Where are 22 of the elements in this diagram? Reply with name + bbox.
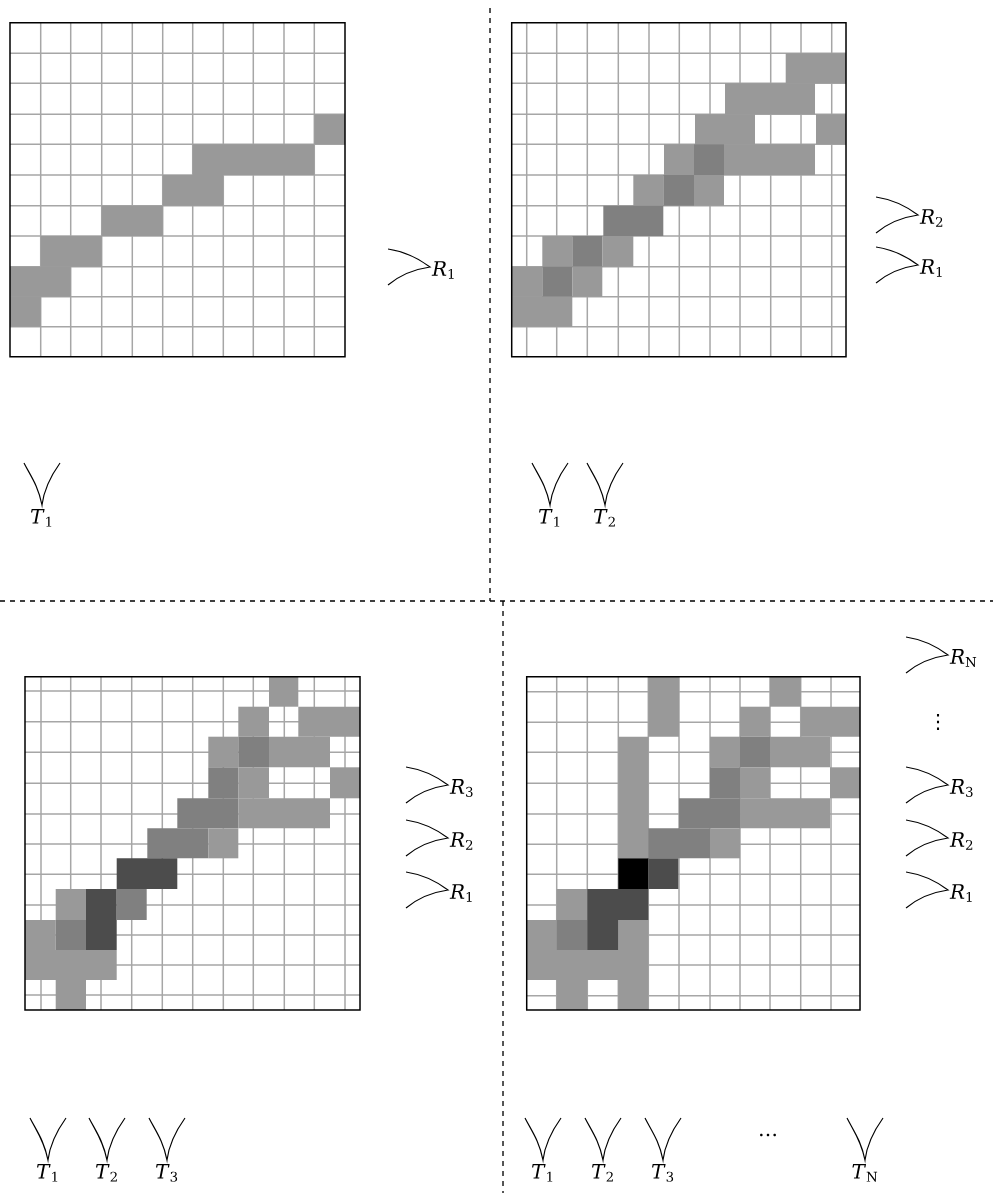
symbol-label: R$_{1}$ bbox=[449, 884, 472, 902]
symbol-label: R$_{3}$ bbox=[949, 779, 973, 797]
symbol-label: T$_{1}$ bbox=[31, 509, 52, 527]
symbol-label: R$_{N}$ bbox=[949, 649, 977, 667]
symbol-label: T$_{3}$ bbox=[156, 1164, 178, 1182]
symbol-label: R$_{2}$ bbox=[949, 832, 973, 850]
symbol-label: R$_{1}$ bbox=[431, 261, 454, 279]
symbol-label: R$_{2}$ bbox=[449, 832, 473, 850]
symbol-label: T$_{2}$ bbox=[96, 1164, 117, 1182]
symbol-label: T$_{1}$ bbox=[37, 1164, 58, 1182]
symbol-label: T$_{2}$ bbox=[594, 509, 615, 527]
symbol-label: R$_{1}$ bbox=[949, 884, 972, 902]
symbol-label: T$_{1}$ bbox=[539, 509, 560, 527]
symbol-label: T$_{3}$ bbox=[652, 1164, 674, 1182]
symbol-label: R$_{2}$ bbox=[919, 209, 943, 227]
ellipsis: ⋮ bbox=[937, 713, 940, 731]
ellipsis: … bbox=[760, 1133, 776, 1137]
symbol-label: R$_{1}$ bbox=[919, 259, 942, 277]
symbol-label: T$_{1}$ bbox=[532, 1164, 553, 1182]
symbol-label: T$_{2}$ bbox=[592, 1164, 613, 1182]
symbol-label: R$_{3}$ bbox=[449, 779, 473, 797]
symbol-label: T$_{N}$ bbox=[852, 1164, 878, 1182]
